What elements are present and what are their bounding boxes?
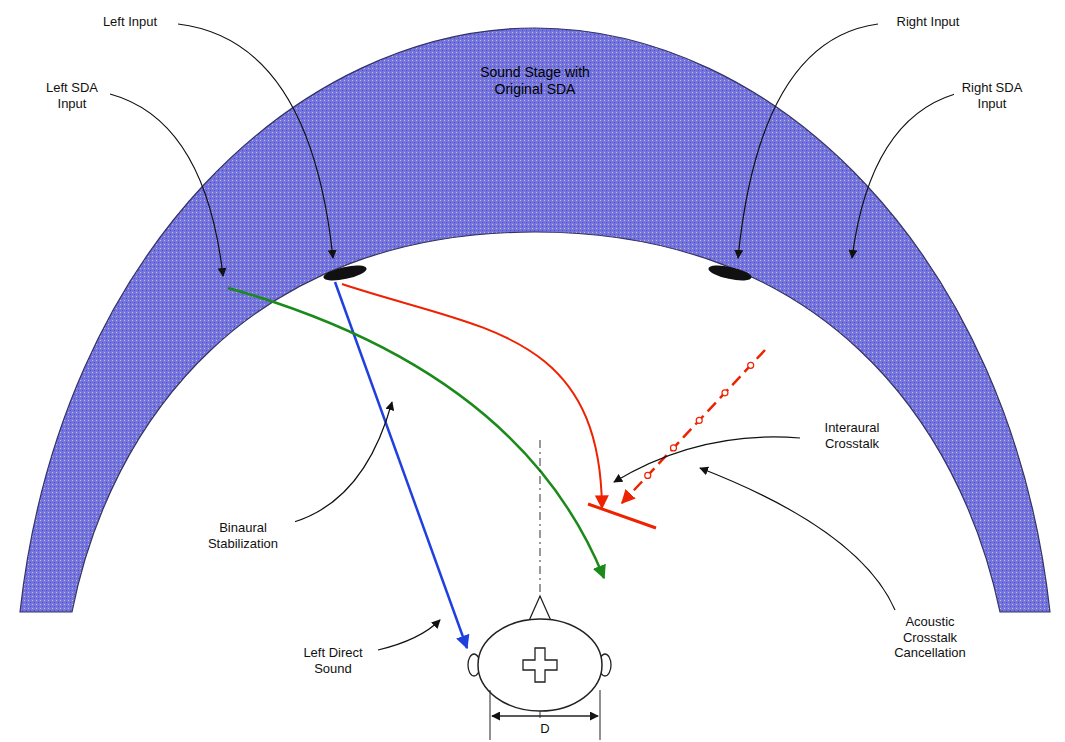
cancellation-label: Acoustic Crosstalk Cancellation xyxy=(878,614,982,661)
leader-line xyxy=(852,94,955,258)
leader-line xyxy=(738,24,878,258)
leader-line xyxy=(110,94,223,276)
crosstalk-label: Interaural Crosstalk xyxy=(802,420,902,451)
leader-line xyxy=(378,620,440,650)
dimension-label: D xyxy=(538,721,551,737)
dash-marker xyxy=(696,417,702,423)
dash-marker xyxy=(670,445,676,451)
stabilization-label: Binaural Stabilization xyxy=(191,520,295,551)
leader-line xyxy=(294,402,392,522)
head xyxy=(478,619,602,711)
sda-input-label: Right SDA Input xyxy=(954,80,1030,111)
cancellation-arrow xyxy=(622,350,765,503)
dash-marker xyxy=(722,390,728,396)
right-speaker xyxy=(707,263,753,284)
leader-line xyxy=(614,437,800,482)
input-label: Left Input xyxy=(101,14,159,30)
leader-line xyxy=(700,468,895,610)
sda-input-label: Left SDA Input xyxy=(34,80,110,111)
dash-marker xyxy=(748,362,754,368)
dash-marker xyxy=(645,472,651,478)
input-label: Right Input xyxy=(895,14,962,30)
band-shape xyxy=(20,28,1050,612)
dimension-line xyxy=(492,716,598,717)
direct-sound-arrow xyxy=(335,282,467,648)
cancellation-bar xyxy=(588,504,656,528)
leader-line xyxy=(178,24,333,258)
head-center-cross xyxy=(523,648,557,682)
dimension-extension xyxy=(600,690,601,740)
dimension-extension xyxy=(490,690,491,740)
crosstalk-arrow xyxy=(342,284,602,508)
direct-sound-label: Left Direct Sound xyxy=(289,645,377,676)
left-speaker xyxy=(322,263,368,284)
dimension-line xyxy=(492,716,598,717)
band-heading: Sound Stage with Original SDA xyxy=(475,64,595,98)
